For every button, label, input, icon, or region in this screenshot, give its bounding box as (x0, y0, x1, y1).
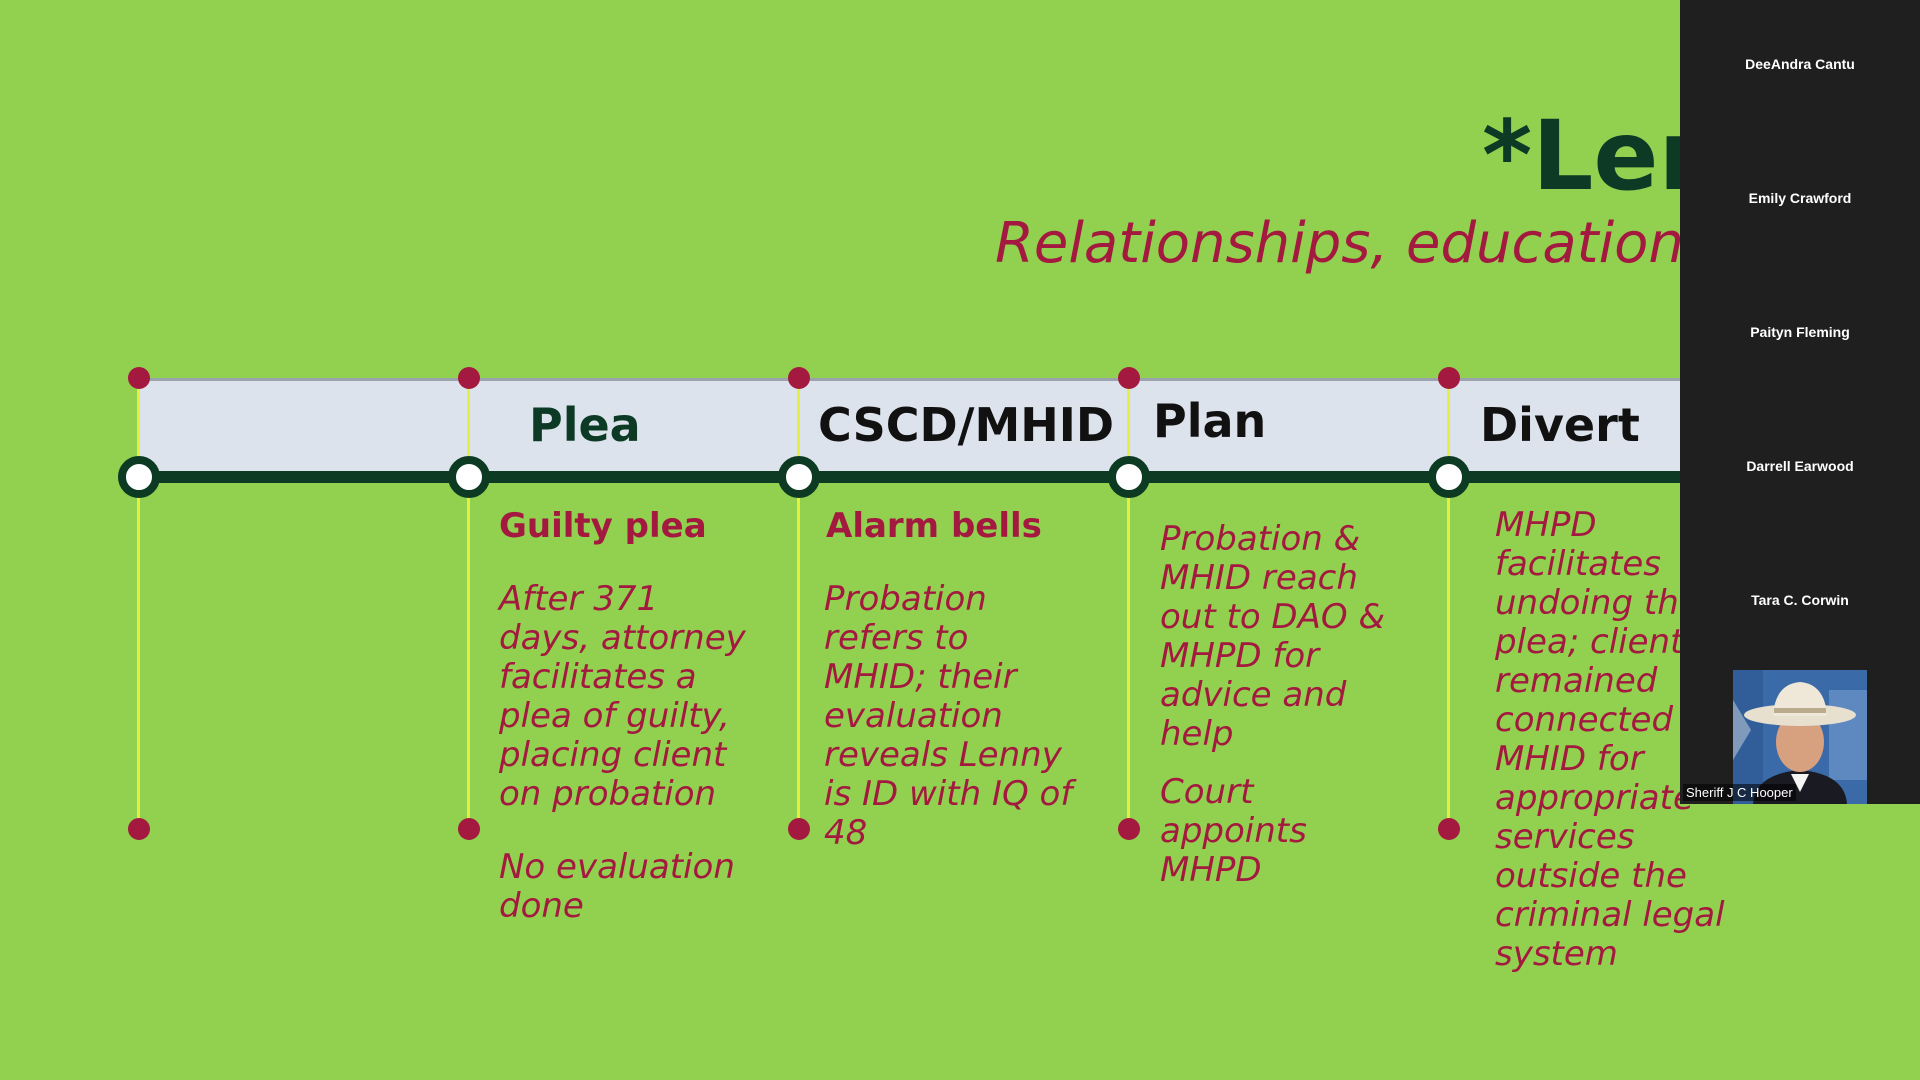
phase-text-plea-note: No evaluation done (499, 847, 735, 926)
participant-tile[interactable]: Tara C. Corwin (1751, 592, 1849, 608)
phase-label-cscd-mhid: CSCD/MHID (818, 398, 1115, 452)
timeline-vertical-line (467, 378, 470, 829)
timeline-bottom-marker (458, 818, 480, 840)
timeline-bottom-marker (1118, 818, 1140, 840)
timeline-node (448, 456, 490, 498)
person-with-cowboy-hat-icon (1733, 670, 1867, 804)
phase-text-divert: MHPD facilitates undoing the plea; clien… (1495, 505, 1756, 974)
phase-heading-alarm-bells: Alarm bells (826, 506, 1042, 546)
timeline-node (1108, 456, 1150, 498)
participant-tile[interactable]: Darrell Earwood (1746, 458, 1854, 474)
timeline-node (778, 456, 820, 498)
phase-text-plan-court: Court appoints MHPD (1160, 772, 1307, 890)
phase-text-cscd-mhid: Probation refers to MHID; their evaluati… (824, 579, 1073, 853)
phase-label-plea: Plea (529, 398, 641, 452)
participant-tile[interactable]: DeeAndra Cantu (1745, 56, 1855, 72)
timeline-top-marker (788, 367, 810, 389)
timeline-vertical-line (1127, 378, 1130, 829)
participant-tile[interactable]: Emily Crawford (1748, 190, 1852, 206)
timeline-axis (139, 471, 1920, 483)
timeline-band (139, 378, 1920, 476)
phase-label-divert: Divert (1480, 398, 1640, 452)
phase-heading-guilty-plea: Guilty plea (499, 506, 707, 546)
timeline-vertical-line (1447, 378, 1450, 829)
timeline-vertical-line (137, 378, 140, 829)
participant-tile[interactable]: Paityn Fleming (1750, 324, 1850, 340)
timeline-bottom-marker (1438, 818, 1460, 840)
timeline-node (1428, 456, 1470, 498)
video-tile-name: Sheriff J C Hooper (1683, 784, 1796, 801)
timeline-top-marker (128, 367, 150, 389)
timeline-node (118, 456, 160, 498)
timeline-top-marker (1438, 367, 1460, 389)
timeline-bottom-marker (128, 818, 150, 840)
timeline-top-marker (1118, 367, 1140, 389)
phase-text-plan: Probation & MHID reach out to DAO & MHPD… (1160, 519, 1385, 754)
timeline-top-marker (458, 367, 480, 389)
timeline-vertical-line (797, 378, 800, 829)
phase-text-plea: After 371 days, attorney facilitates a p… (499, 579, 746, 814)
timeline-bottom-marker (788, 818, 810, 840)
participant-video-tile[interactable] (1733, 670, 1867, 804)
phase-label-plan: Plan (1153, 394, 1267, 448)
